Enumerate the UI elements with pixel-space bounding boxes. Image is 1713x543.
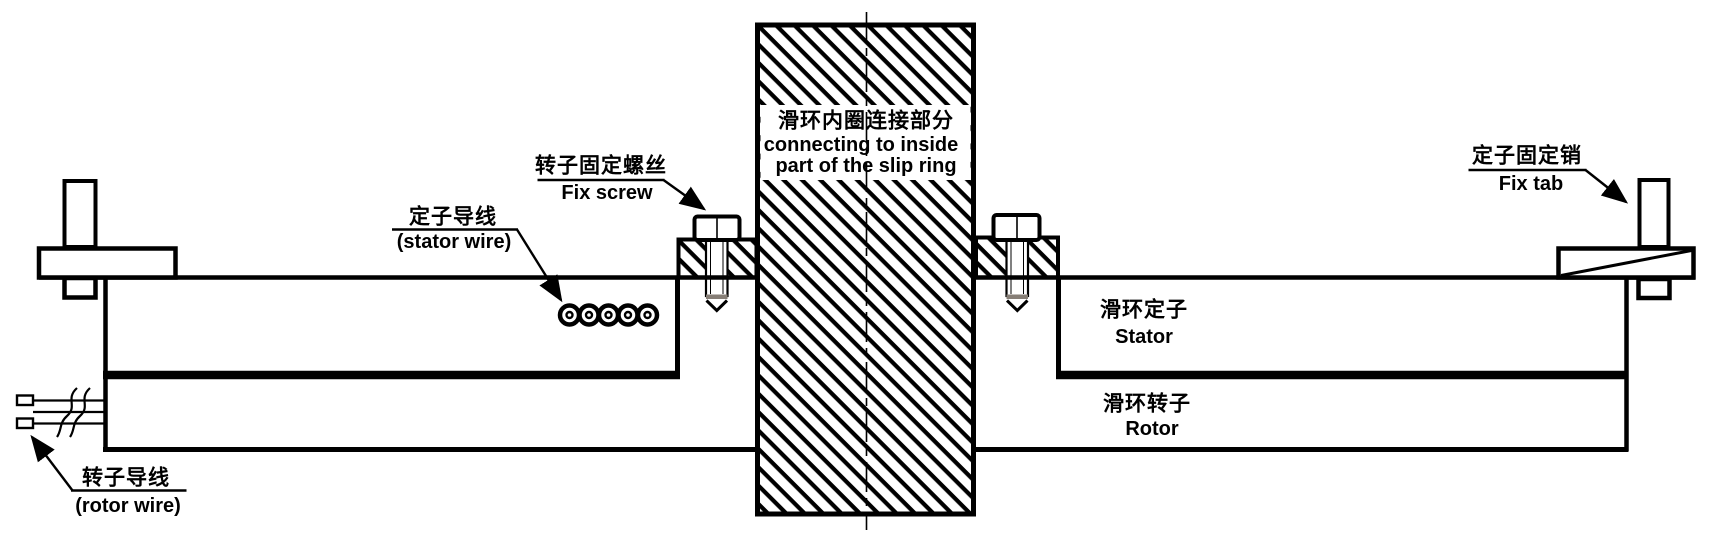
right-mount-plate <box>1556 246 1696 280</box>
wire-break-mark <box>56 387 78 438</box>
inner-ring-label-en2: part of the slip ring <box>775 155 957 177</box>
wire-break-mark <box>69 387 91 438</box>
rotor-wire-label-zh: 转子导线 <box>82 466 170 490</box>
right-fix-tab <box>1636 178 1672 301</box>
rotor-wire-label-en: (rotor wire) <box>75 495 181 517</box>
left-mount-plate <box>36 246 178 280</box>
stator-wire-label-zh: 定子导线 <box>409 205 497 229</box>
leader-stator-wire <box>515 228 563 303</box>
rotor-label-zh: 滑环转子 <box>1103 392 1191 416</box>
rotor-wire-pin <box>15 417 35 430</box>
leader-rotor-wire <box>30 434 74 492</box>
rotor-label-en: Rotor <box>1125 418 1179 440</box>
right-screw-shaft <box>1005 238 1030 298</box>
rotor-wire-pin <box>15 394 35 407</box>
leader-lines <box>30 168 1629 492</box>
fix-tab-label-zh: 定子固定销 <box>1472 144 1582 168</box>
fix-screw-label-en: Fix screw <box>561 182 653 204</box>
inner-ring-text-band <box>760 105 971 180</box>
right-screw-thread-relief <box>1006 294 1028 299</box>
fix-tab-label-en: Fix tab <box>1498 173 1564 195</box>
stator-wire-label-en: (stator wire) <box>396 231 512 253</box>
inner-ring-block <box>755 22 976 517</box>
fix-screw-label-zh: 转子固定螺丝 <box>535 154 667 178</box>
right-screw-tip <box>1005 299 1029 313</box>
left-screw-thread-relief <box>706 294 728 299</box>
right-fix-screw <box>974 213 1060 313</box>
left-fix-screw <box>676 214 759 313</box>
inner-ring-label-en1: connecting to inside <box>763 134 959 156</box>
left-fix-tab <box>62 179 98 300</box>
rotor-wires <box>15 387 106 438</box>
leader-fix-tab <box>1584 169 1629 204</box>
inner-ring-label-zh: 滑环内圈连接部分 <box>778 109 954 133</box>
leader-fix-screw <box>662 179 707 211</box>
stator-wires <box>557 303 660 327</box>
left-screw-shaft <box>704 238 729 298</box>
stator-label-en: Stator <box>1115 326 1173 348</box>
stator-label-zh: 滑环定子 <box>1100 298 1188 322</box>
left-screw-tip <box>705 299 729 313</box>
